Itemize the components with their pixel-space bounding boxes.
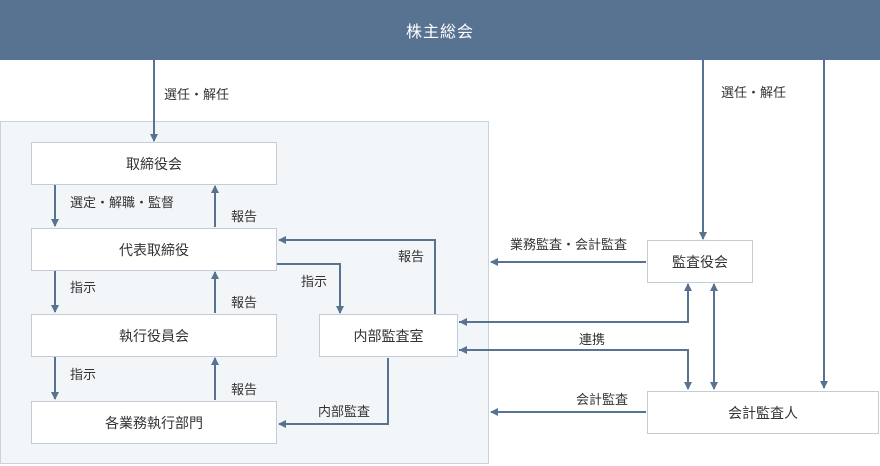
label-report-depts: 報告 bbox=[231, 383, 258, 398]
label-elect-dismiss-board: 選任・解任 bbox=[164, 88, 230, 103]
label-instruct-internal-audit: 指示 bbox=[301, 275, 328, 290]
business-departments: 各業務執行部門 bbox=[31, 401, 277, 444]
internal-audit-office: 内部監査室 bbox=[319, 314, 458, 357]
shareholders-meeting: 株主総会 bbox=[0, 0, 880, 60]
accounting-auditor: 会計監査人 bbox=[647, 391, 879, 434]
label-accounting-audit: 会計監査 bbox=[576, 393, 629, 408]
arrow-president-to-internal-audit bbox=[277, 263, 344, 314]
label-report-exec: 報告 bbox=[231, 296, 258, 311]
label-instruct-exec: 指示 bbox=[70, 281, 97, 296]
label-appoint-supervise: 選定・解職・監督 bbox=[70, 196, 175, 211]
label-cooperation: 連携 bbox=[579, 333, 606, 348]
arrow-internal-audit-to-depts bbox=[278, 358, 389, 428]
audit-and-supervisory-board: 監査役会 bbox=[647, 240, 753, 283]
label-elect-dismiss-auditors: 選任・解任 bbox=[721, 86, 787, 101]
label-report-internal-audit: 報告 bbox=[398, 250, 425, 265]
shareholders-meeting-label: 株主総会 bbox=[405, 22, 474, 41]
arrow-internal-audit-to-president bbox=[278, 236, 436, 314]
label-instruct-depts: 指示 bbox=[70, 368, 97, 383]
arrow-coop-to-auditors bbox=[459, 283, 692, 323]
label-report-president: 報告 bbox=[231, 210, 258, 225]
arrow-coop-to-accounting-auditor bbox=[459, 349, 692, 390]
executive-officers-committee: 執行役員会 bbox=[31, 314, 277, 357]
board-of-directors: 取締役会 bbox=[31, 142, 277, 185]
label-internal-audit-depts: 内部監査 bbox=[318, 405, 371, 420]
representative-director: 代表取締役 bbox=[31, 228, 277, 271]
label-business-accounting-audit: 業務監査・会計監査 bbox=[510, 238, 628, 253]
